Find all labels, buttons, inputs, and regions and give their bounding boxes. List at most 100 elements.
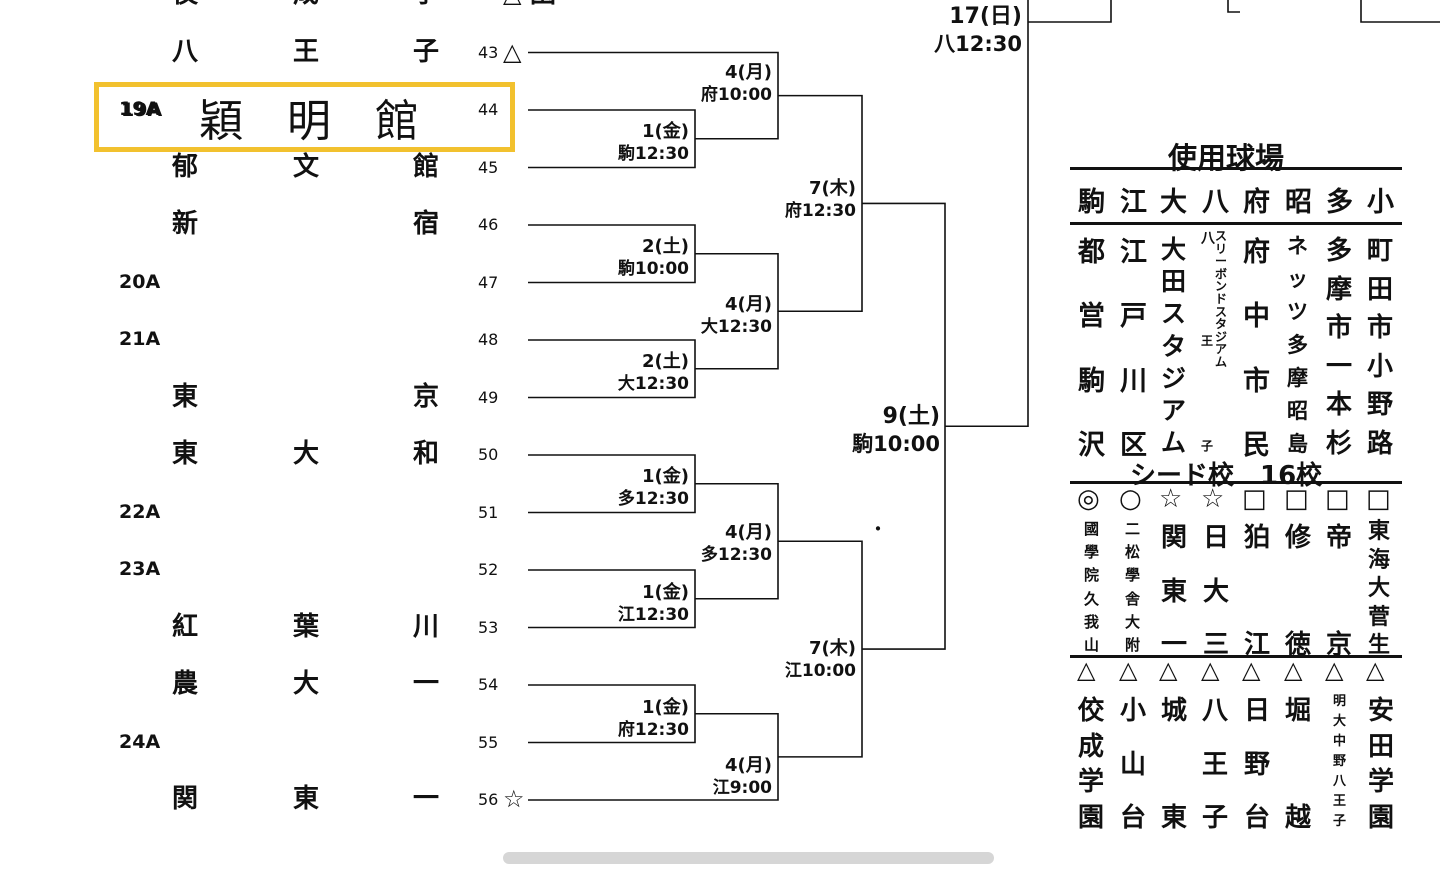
venue-abbr: 八 — [1202, 187, 1229, 218]
team-name-char: 葉 — [293, 611, 320, 642]
bracket-final — [945, 0, 1029, 428]
seed-symbol: ○ — [1119, 484, 1142, 514]
slot-number: 55 — [478, 732, 499, 752]
seed2-school-char: 田 — [1368, 731, 1395, 762]
game-date: 1(金) — [642, 466, 689, 487]
seed2-school-char: 園 — [1368, 803, 1395, 833]
team-name-char: 子 — [413, 36, 440, 67]
seed-school-char: 附 — [1125, 636, 1141, 654]
team-name-char: 紅 — [172, 611, 199, 642]
venue-name-char: ネ — [1287, 234, 1308, 258]
seed2-school-char: 王 — [1202, 750, 1229, 780]
venue-abbr: 多 — [1326, 187, 1353, 218]
seed-school-char: 江 — [1244, 630, 1271, 660]
venue-name-char: ア — [1161, 395, 1187, 425]
seed-symbol: □ — [1242, 484, 1267, 514]
venues-title: 使用球場 — [1168, 141, 1285, 175]
game-venue-time: 駒10:00 — [617, 259, 689, 279]
team-name-char: 農 — [172, 669, 199, 699]
venue-name-char: 杉 — [1326, 429, 1353, 459]
seed-symbol: □ — [1325, 484, 1350, 514]
team-name-char: 京 — [413, 381, 440, 412]
venue-name-char: ツ — [1287, 300, 1308, 324]
team-name-char: 佼 — [172, 0, 198, 7]
slot-number: 50 — [478, 445, 499, 464]
seed-school-char: 一 — [1161, 630, 1188, 660]
seed2-school-char: 城 — [1161, 696, 1188, 726]
team-name-char: 大 — [293, 669, 320, 699]
seed2-school-char: 王 — [1333, 794, 1347, 809]
seed2-school-char: 学 — [1368, 767, 1395, 798]
game-venue-time: 駒10:00 — [852, 432, 940, 456]
seed-school-char: 院 — [1084, 566, 1100, 585]
venue-name-char: 戸 — [1120, 301, 1147, 333]
seed2-school-char: 台 — [1120, 803, 1147, 833]
seed2-school-char: 野 — [1244, 750, 1271, 780]
seed-school-char: 生 — [1368, 633, 1391, 658]
game-date: 4(月) — [725, 522, 772, 543]
seed2-school-char: 小 — [1120, 696, 1147, 726]
seed-school-char: 関 — [1161, 523, 1188, 553]
team-name-char: 東 — [172, 439, 199, 469]
seed-mark: ☆ — [503, 785, 525, 813]
seed-label: 19A — [119, 98, 161, 120]
venue-name-char: 都 — [1078, 237, 1105, 268]
venue-name-char: 江 — [1120, 237, 1147, 268]
seed-label: 23A — [119, 558, 161, 580]
slot-number: 47 — [478, 272, 499, 292]
game-date: 4(月) — [725, 294, 772, 315]
game-date: 2(土) — [642, 351, 689, 372]
seed-school-char: 學 — [1125, 566, 1141, 585]
venue-abbr: 小 — [1367, 187, 1394, 218]
slot-number: 44 — [478, 100, 499, 119]
team-name-char: 王 — [293, 36, 320, 67]
venue-name-char: ッ — [1287, 267, 1308, 291]
venue-abbr: 駒 — [1078, 187, 1105, 218]
venues-rule-mid — [1070, 222, 1402, 225]
venue-name-char: 市 — [1243, 365, 1270, 397]
venue-name-char: 摩 — [1287, 366, 1308, 390]
team-name-char: 一 — [413, 784, 440, 814]
seed-school-char: 日 — [1203, 523, 1230, 553]
venue-name-char: 一 — [1326, 351, 1353, 382]
seed2-school-char: 八 — [1202, 696, 1229, 726]
seeds-title: シード校 16校 — [1130, 461, 1323, 491]
venue-abbr: 江 — [1120, 187, 1147, 218]
seed-school-char: 東 — [1368, 519, 1391, 544]
seeds-rule-mid — [1070, 655, 1402, 658]
team-name-char: 川 — [413, 611, 440, 642]
slot-number: 52 — [478, 560, 499, 579]
venue-abbr: 昭 — [1285, 187, 1312, 218]
venues-rule-top — [1070, 167, 1402, 170]
venue-name-char: 民 — [1243, 430, 1270, 461]
slot-number: 54 — [478, 675, 499, 694]
seed-school-char: 國 — [1084, 520, 1100, 538]
seed-mark: △ — [503, 37, 522, 66]
venue-name-char: 摩 — [1326, 274, 1353, 305]
game-venue-time: 江9:00 — [712, 778, 772, 798]
seed2-school-char: 成 — [1078, 731, 1105, 762]
slot-number: 48 — [478, 330, 499, 349]
venue-name-char: 田 — [1161, 267, 1187, 297]
horizontal-scrollbar[interactable] — [503, 852, 994, 864]
seed-symbol-2: △ — [1284, 656, 1303, 684]
game-venue-time: 江12:30 — [617, 605, 689, 625]
venue-name-char: 大 — [1161, 235, 1187, 264]
dot-mark: ・ — [868, 517, 888, 541]
game-date: 2(土) — [642, 236, 689, 257]
seed-school-char: 海 — [1368, 547, 1391, 573]
venue-name-char: 王 — [1201, 334, 1214, 348]
seed-label: 20A — [119, 270, 161, 293]
venue-name-char: 野 — [1367, 390, 1394, 421]
team-name-char: 宿 — [413, 209, 440, 239]
seed-symbol: □ — [1366, 484, 1391, 514]
highlight-box — [94, 82, 515, 152]
bracket-top-fragment-1 — [1028, 0, 1112, 23]
seed2-school-char: 東 — [1161, 803, 1188, 833]
game-date: 1(金) — [642, 697, 689, 718]
seed-school-char: 徳 — [1285, 630, 1312, 660]
venue-name-char: 子 — [1201, 439, 1214, 453]
seed2-school-char: 園 — [1078, 803, 1105, 833]
venue-abbr: 府 — [1243, 187, 1270, 218]
venue-name-char: 区 — [1120, 430, 1147, 461]
